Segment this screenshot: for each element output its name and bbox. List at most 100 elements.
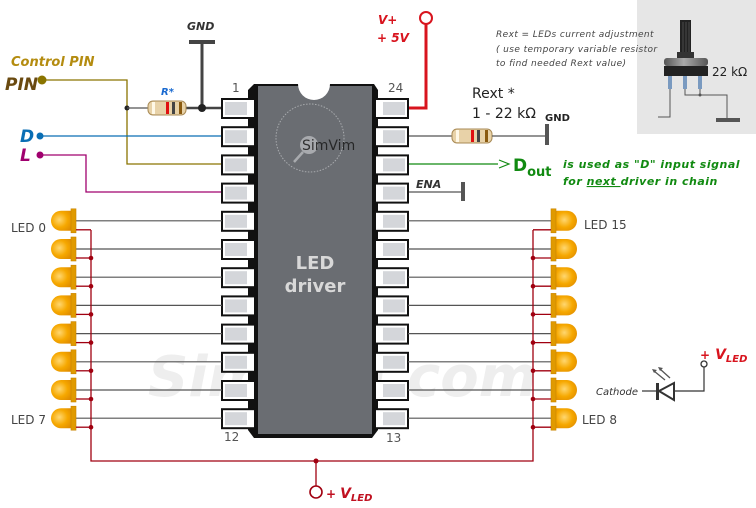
rext-label: Rext * [472, 86, 515, 102]
rext-note-line2: ( use temporary variable resistor [496, 45, 658, 55]
dout-arrow-icon [498, 159, 511, 169]
led-icon [556, 239, 577, 259]
pin-number-24: 24 [388, 81, 403, 95]
led-icon [51, 323, 72, 344]
led-flange [550, 321, 557, 346]
pin-pad [225, 299, 247, 313]
leds-right [408, 208, 577, 431]
led-icon [51, 295, 72, 316]
pin-pad [225, 327, 247, 341]
ena-bar [461, 182, 465, 201]
pin-pad [225, 355, 247, 369]
leds-left [51, 208, 222, 431]
rext-note-line1: Rext = LEDs current adjustment [496, 30, 654, 40]
led-flange [70, 321, 77, 346]
gnd-top-label: GND [187, 20, 214, 33]
chip-title-line1: LED [296, 253, 335, 274]
led-flange [70, 208, 77, 234]
led-0-label: LED 0 [11, 221, 46, 235]
vled-terminal[interactable] [309, 485, 323, 499]
gnd-top-bar [189, 40, 215, 44]
led-icon [556, 351, 577, 372]
gnd-junction [198, 104, 206, 112]
led-flange [70, 377, 77, 403]
r-star-resistor [147, 100, 187, 116]
rext-resistor [451, 128, 493, 144]
chip-title-line2: driver [285, 276, 346, 297]
legend-vled-label: +VLED [700, 347, 747, 365]
pin-pad [383, 243, 405, 256]
led-flange [550, 208, 557, 234]
led-icon [556, 267, 577, 288]
dout-note-line2: for next driver in chain [563, 175, 718, 188]
led-flange [550, 405, 557, 431]
potentiometer-icon [658, 20, 740, 122]
vplus-value: + 5V [377, 31, 411, 45]
pin-label: PIN [5, 75, 38, 95]
led-flange [550, 349, 557, 375]
rext-range: 1 - 22 kΩ [472, 106, 536, 122]
pin-pad [383, 327, 405, 341]
led-symbol-icon [642, 367, 705, 402]
l-label: L [20, 146, 31, 166]
led-flange [70, 264, 77, 290]
led-flange [550, 377, 557, 403]
pin-pad [383, 102, 405, 115]
pot-value: 22 kΩ [712, 65, 747, 79]
pin-pad [383, 214, 405, 228]
pin-pad [225, 384, 247, 397]
pin-number-13: 13 [386, 431, 401, 445]
dout-note-line1: is used as "D" input signal [563, 158, 740, 171]
pin-pad [225, 130, 247, 144]
pin-pad [383, 130, 405, 144]
vplus-terminal[interactable] [419, 11, 433, 25]
dout-label: Dout [513, 156, 552, 180]
led-15-label: LED 15 [584, 218, 627, 232]
pin-number-1: 1 [232, 81, 240, 95]
d-label: D [20, 127, 34, 147]
rext-gnd-label: GND [545, 113, 570, 124]
pin-pad [225, 412, 247, 426]
cathode-label: Cathode [596, 387, 638, 398]
led-icon [51, 267, 72, 288]
vled-bus [90, 230, 534, 462]
pin-pad [225, 158, 247, 172]
pin-wire [42, 79, 222, 165]
led-flange [70, 405, 77, 431]
led-icon [556, 380, 577, 400]
led-icon [51, 408, 72, 429]
pin-pad [383, 384, 405, 397]
led-flange [550, 293, 557, 318]
led-icon [556, 210, 577, 231]
pin-pad [383, 271, 405, 285]
pin-pad [225, 214, 247, 228]
led-flange [70, 236, 77, 262]
led-flange [70, 349, 77, 375]
rext-note-line3: to find needed Rext value) [496, 59, 626, 69]
pin-pad [225, 102, 247, 115]
pin-pad [225, 243, 247, 256]
pin-pad [383, 299, 405, 313]
led-flange [70, 293, 77, 318]
led-flange [550, 264, 557, 290]
vplus-label: V+ [378, 13, 397, 27]
l-wire [40, 154, 222, 193]
simvim-logo [275, 103, 345, 173]
legend-vled-terminal [700, 360, 708, 368]
r-star-label: R* [161, 87, 175, 98]
vplus-wire [408, 24, 428, 110]
pin-pad [383, 355, 405, 369]
led-icon [51, 239, 72, 259]
led-icon [556, 323, 577, 344]
pin-pad [383, 158, 405, 172]
ena-label: ENA [416, 178, 441, 191]
pin-pad [225, 271, 247, 285]
vled-label: +VLED [326, 486, 372, 504]
led-icon [51, 380, 72, 400]
pin-pad [225, 186, 247, 200]
led-flange [550, 236, 557, 262]
led-icon [51, 210, 72, 231]
led-icon [556, 295, 577, 316]
chip-pins [221, 98, 409, 430]
